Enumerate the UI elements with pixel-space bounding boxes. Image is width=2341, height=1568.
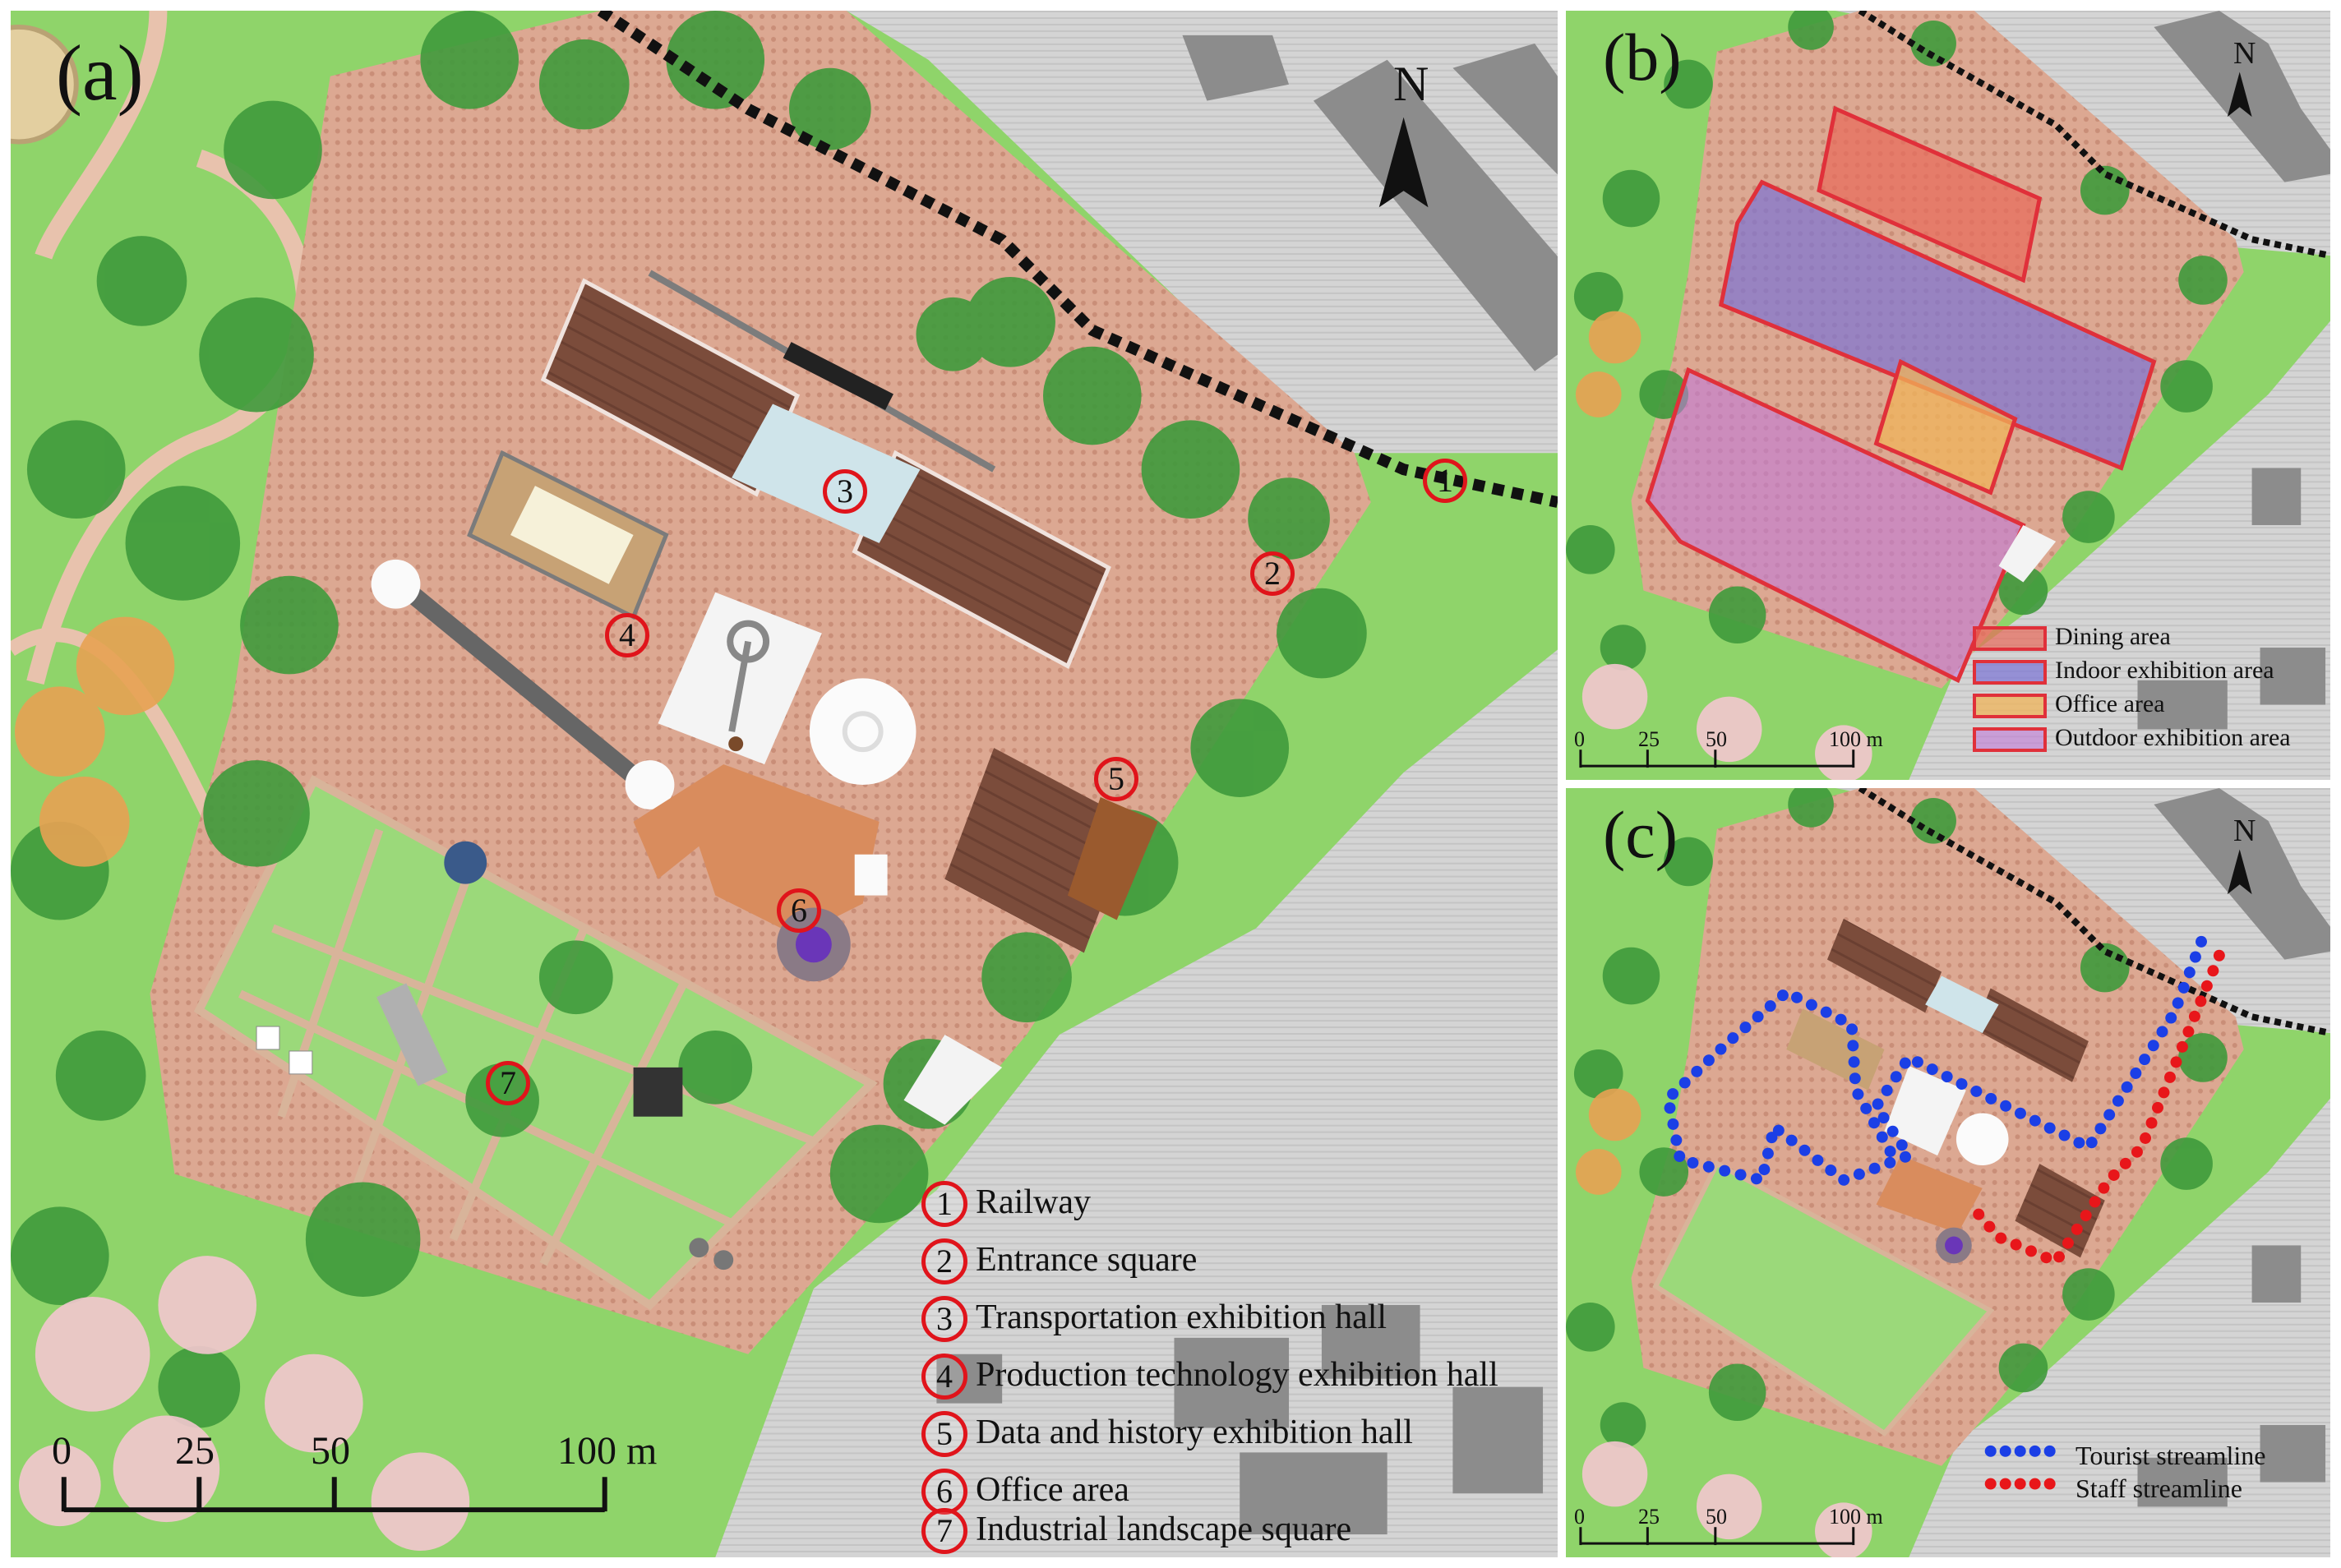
site-plan-panel-a: (a) N 1 2 3 4 5 6 7 1 Railway 2 Entrance…	[8, 8, 1560, 1560]
zone-label: Office area	[2055, 690, 2165, 717]
scale-tick-0: 0	[52, 1429, 72, 1473]
legend-label: Production technology exhibition hall	[976, 1356, 1498, 1394]
zoning-map-b	[1566, 11, 2330, 780]
legend-number: 2	[921, 1238, 967, 1284]
callout-office-area: 6	[777, 888, 821, 933]
scale-tick-25: 25	[175, 1429, 215, 1473]
scale-tick-0: 0	[1574, 1505, 1585, 1529]
legend-number: 3	[921, 1296, 967, 1342]
zone-swatch	[1973, 660, 2047, 685]
north-arrow	[1378, 117, 1429, 208]
panel-letter-b: (b)	[1603, 20, 1682, 95]
scale-tick-50: 50	[311, 1429, 350, 1473]
callout-production-hall: 4	[605, 613, 649, 657]
legend-label: Transportation exhibition hall	[976, 1298, 1388, 1336]
legend-number: 1	[921, 1181, 967, 1227]
tourist-streamline	[1661, 935, 2207, 1188]
legend-label: Industrial landscape square	[976, 1510, 1352, 1548]
zone-swatch	[1973, 727, 2047, 752]
railway-line	[597, 11, 1558, 508]
scale-tick-100: 100 m	[1829, 727, 1883, 751]
site-plan-panel-b: (b) N Dining area Indoor exhibition area…	[1563, 8, 2333, 782]
legend-label: Railway	[976, 1183, 1091, 1221]
streamline-map-c	[1566, 788, 2330, 1557]
zone-outdoor-exhibition	[1645, 367, 2026, 684]
site-plan-panel-c: (c) N Tourist streamline Staff streamlin…	[1563, 786, 2333, 1560]
zone-label: Indoor exhibition area	[2055, 657, 2274, 684]
callout-transportation-hall: 3	[823, 469, 867, 514]
scale-tick-25: 25	[1638, 727, 1660, 751]
legend-label: Entrance square	[976, 1241, 1198, 1279]
panel-letter-a: (a)	[56, 29, 144, 117]
data-history-hall	[944, 748, 1158, 953]
zone-label: Outdoor exhibition area	[2055, 724, 2291, 751]
legend-label: Data and history exhibition hall	[976, 1414, 1413, 1451]
legend-number: 4	[921, 1354, 967, 1400]
north-label-a: N	[1393, 57, 1429, 111]
scale-tick-50: 50	[1706, 727, 1727, 751]
callout-railway: 1	[1423, 459, 1467, 503]
north-label-b: N	[2233, 36, 2256, 71]
callout-entrance-square: 2	[1250, 551, 1295, 596]
zone-label: Dining area	[2055, 623, 2171, 650]
zone-dining	[1817, 105, 2043, 284]
legend-label: Office area	[976, 1471, 1129, 1509]
scale-tick-100: 100 m	[557, 1429, 658, 1473]
scale-tick-100: 100 m	[1829, 1505, 1883, 1529]
urban-buildings	[936, 35, 1558, 1535]
scale-bar-a	[61, 1477, 607, 1513]
streamline-label: Staff streamline	[2076, 1473, 2242, 1503]
scale-tick-0: 0	[1574, 727, 1585, 751]
legend-number: 7	[921, 1508, 967, 1554]
legend-number: 5	[921, 1411, 967, 1457]
callout-landscape-square: 7	[486, 1061, 530, 1105]
panel-letter-c: (c)	[1603, 797, 1678, 872]
transportation-exhibition-hall	[540, 270, 1111, 669]
zone-swatch	[1973, 626, 2047, 651]
scale-tick-50: 50	[1706, 1505, 1727, 1529]
north-label-c: N	[2233, 814, 2256, 848]
scale-tick-25: 25	[1638, 1505, 1660, 1529]
production-technology-hall	[371, 450, 917, 809]
zone-swatch	[1973, 694, 2047, 718]
zone-office	[1873, 358, 2018, 496]
streamline-label: Tourist streamline	[2076, 1441, 2266, 1470]
callout-data-history-hall: 5	[1094, 757, 1138, 801]
